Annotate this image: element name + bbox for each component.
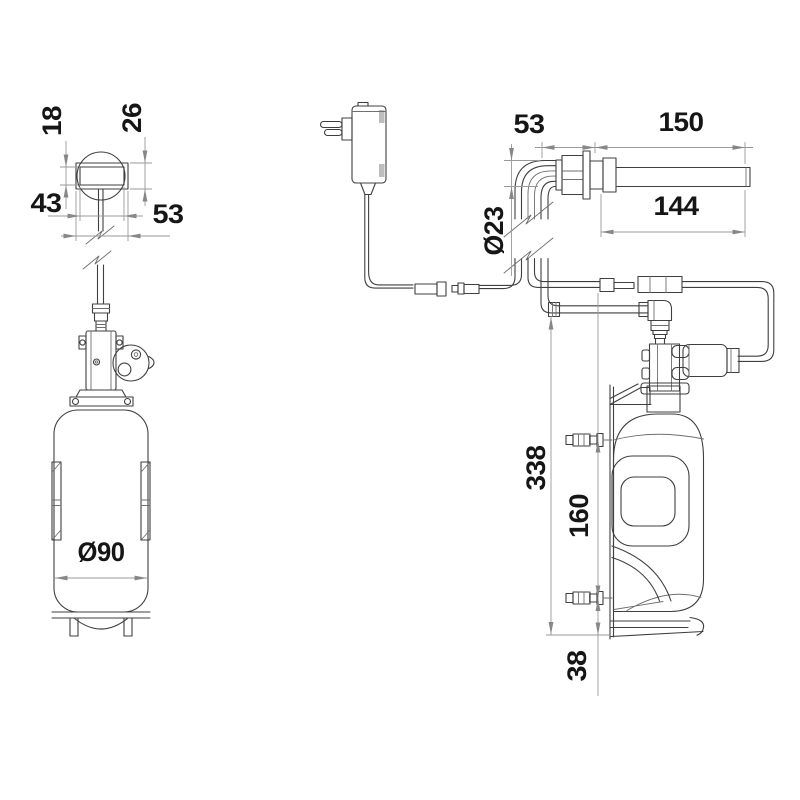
power-adapter xyxy=(319,101,414,289)
soap-hose xyxy=(540,257,649,314)
pump-unit xyxy=(638,299,740,395)
dim-label-spout-tube-diameter: Ø23 xyxy=(479,206,509,255)
pump-knob xyxy=(112,344,150,382)
dim-label-unit-overall-height: 338 xyxy=(521,445,551,490)
barrel-connector-female xyxy=(414,283,438,295)
dim-label-outlet-outer-height: 26 xyxy=(117,103,147,133)
pump-motor xyxy=(682,343,728,378)
mounting-screw-top xyxy=(565,432,613,448)
wall-bracket-unit: 338 160 38 xyxy=(521,293,705,696)
dim-label-spout-inlet-offset: 53 xyxy=(514,109,546,139)
break-symbol xyxy=(85,225,115,245)
barrel-connector-male xyxy=(451,284,459,293)
spout-tube xyxy=(615,166,751,188)
dim-label-outlet-inner-height: 18 xyxy=(37,106,67,136)
spout-side-view: 53 150 144 Ø23 xyxy=(479,107,753,276)
break-symbol xyxy=(503,237,554,274)
bottle-front-view: Ø90 xyxy=(51,303,155,637)
hose-clamp xyxy=(547,301,561,318)
power-cable-connectors xyxy=(414,257,523,297)
break-symbol xyxy=(82,250,112,270)
power-cable xyxy=(364,193,414,289)
mounting-nut xyxy=(561,154,584,196)
plug-prong xyxy=(323,128,343,137)
pump-cable-connector xyxy=(637,275,683,294)
bracket-band xyxy=(611,455,690,547)
dim-label-unit-base-offset: 38 xyxy=(562,650,592,682)
break-symbol xyxy=(503,201,554,238)
bottle-in-bracket xyxy=(612,413,705,613)
mounting-flange xyxy=(582,150,591,200)
mounting-screw-bottom xyxy=(565,590,613,606)
dim-label-outlet-inner-width: 43 xyxy=(31,188,63,218)
dim-label-spout-tube-length: 144 xyxy=(654,191,699,221)
hose-and-cable-runs xyxy=(527,257,775,362)
dim-label-unit-mount-spacing: 160 xyxy=(564,494,594,538)
pump-cable-loop xyxy=(681,281,775,362)
soap-bottle xyxy=(53,409,149,613)
sensor-cable-connector xyxy=(599,277,615,293)
bracket-window xyxy=(620,476,676,527)
plug-prong xyxy=(319,120,343,129)
dim-label-spout-overall-length: 150 xyxy=(659,107,704,137)
elbow-fitting xyxy=(647,299,673,322)
outlet-front-view: 18 26 43 53 xyxy=(31,103,185,305)
dim-label-outlet-outer-width: 53 xyxy=(153,199,185,229)
dim-label-bottle-diameter: Ø90 xyxy=(78,537,125,567)
